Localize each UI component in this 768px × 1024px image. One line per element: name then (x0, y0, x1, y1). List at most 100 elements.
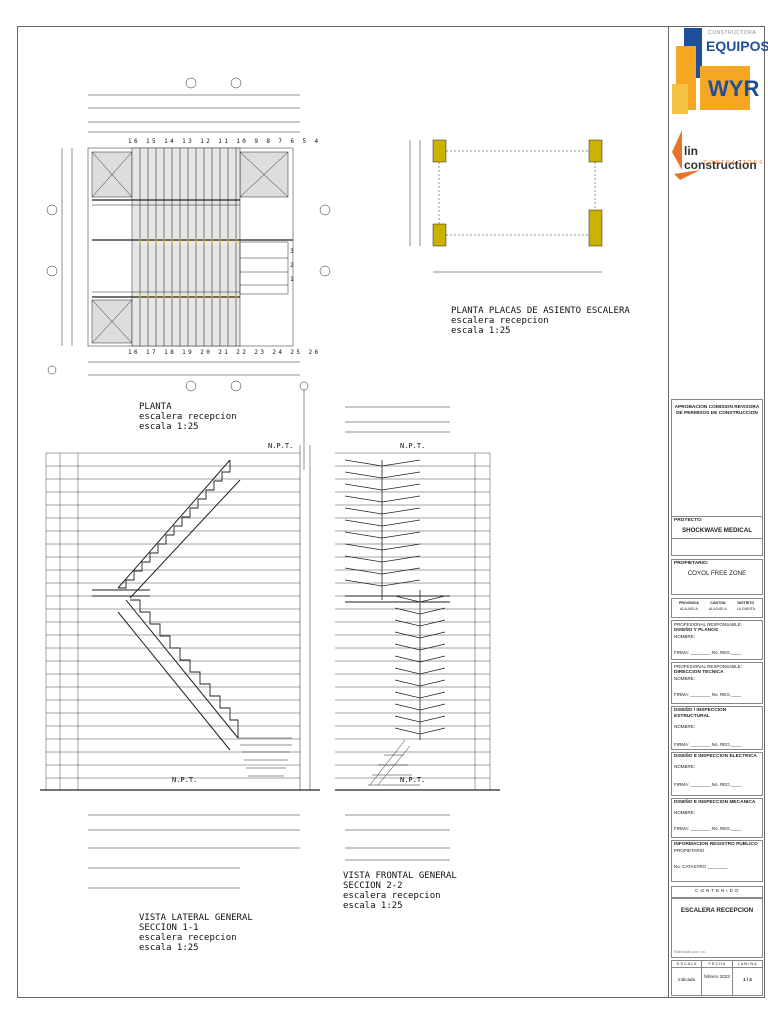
section2-title-block: VISTA FRONTAL GENERAL SECCION 2-2 escale… (343, 871, 457, 911)
step-number: 8 (266, 138, 273, 145)
section1-subtitle: escalera recepcion (139, 933, 237, 943)
step-number: 16 (128, 349, 141, 356)
reg-label: No. REG. (711, 782, 732, 787)
plates-subtitle: escalera recepcion (451, 316, 549, 326)
step-number: 24 (272, 349, 285, 356)
reg-label: No. REG. (711, 650, 732, 655)
section2-npt-bottom: N.P.T. (400, 776, 426, 784)
step-number: 7 (278, 138, 285, 145)
structural-box: DISEÑO / INSPECCION ESTRUCTURAL NOMBRE: … (671, 706, 763, 750)
plan-top-step-numbers: 16 15 14 13 12 11 10 9 8 7 6 5 4 (128, 138, 321, 145)
canton-label: CANTON (710, 601, 726, 605)
step-number: 17 (146, 349, 159, 356)
responsible1-role: DISEÑO Y PLANOS (674, 628, 719, 633)
lin-construction-logo: lin construction CONTRACTORS (670, 122, 765, 184)
step-number: 16 (128, 138, 141, 145)
owner-box: PROPIETARIO: COYOL FREE ZONE (671, 559, 763, 595)
registry-box: INFORMACION REGISTRO PUBLICO PROPIETARIO… (671, 840, 763, 882)
content-label: C O N T E N I D O (695, 888, 739, 893)
plan-subtitle: escalera recepcion (139, 412, 237, 422)
electrical-label: DISEÑO E INSPECCION ELECTRICA (674, 754, 757, 759)
section1-title: VISTA LATERAL GENERAL (139, 913, 253, 923)
project-name: SHOCKWAVE MEDICAL (681, 527, 752, 534)
logo-top-small-text: CONSTRUCTORA (708, 30, 757, 36)
section1-scale: escala 1:25 (139, 943, 199, 953)
approval-box: APROBACION COMISION REVISORA DE PERMISOS… (671, 399, 763, 539)
step-number: 13 (182, 138, 195, 145)
canton-value: ALAJUELA (708, 607, 727, 611)
name-label: NOMBRE: (674, 676, 696, 681)
content-name: ESCALERA RECEPCION (680, 907, 754, 914)
date-header: F E C H A (702, 961, 732, 968)
logo-contractors-text: CONTRACTORS (704, 160, 765, 166)
section1-section: SECCION 1-1 (139, 923, 199, 933)
plan-view (46, 77, 331, 470)
step-number: 26 (308, 349, 321, 356)
step-number: 5 (302, 138, 309, 145)
title-block: APROBACION COMISION REVISORA DE PERMISOS… (668, 26, 765, 998)
step-number: 18 (164, 349, 177, 356)
content-box: ESCALERA RECEPCION Elaborado por: x.x. (671, 898, 763, 958)
plan-title-block: PLANTA escalera recepcion escala 1:25 (139, 402, 237, 432)
content-header-box: C O N T E N I D O (671, 886, 763, 898)
section-1-view (40, 445, 320, 889)
sheet-header: L A M I N A (732, 961, 762, 968)
registry-cadastre-label: No. CATASTRO (674, 864, 707, 869)
section-2-view (335, 406, 500, 861)
plan-title: PLANTA (139, 402, 172, 412)
responsible1-label: PROFESIONAL RESPONSABLE: (674, 622, 742, 627)
name-label: NOMBRE: (674, 634, 696, 639)
project-label: PROYECTO: (674, 518, 703, 523)
step-number: 6 (290, 138, 297, 145)
approval-text: APROBACION COMISION REVISORA DE PERMISOS… (674, 405, 760, 416)
plan-scale: escala 1:25 (139, 422, 199, 432)
electrical-box: DISEÑO E INSPECCION ELECTRICA NOMBRE: FI… (671, 752, 763, 796)
mechanical-box: DISEÑO E INSPECCION MECANICA NOMBRE: FIR… (671, 798, 763, 838)
structural-label: DISEÑO / INSPECCION ESTRUCTURAL (674, 708, 727, 719)
plates-view (409, 139, 603, 273)
name-label: NOMBRE: (674, 724, 696, 729)
responsible-direction-box: PROFESIONAL RESPONSABLE: DIRECCION TECNI… (671, 662, 763, 704)
scale-header: E S C A L A (672, 961, 702, 968)
registry-label: INFORMACION REGISTRO PUBLICO (674, 842, 758, 847)
project-box: PROYECTO: SHOCKWAVE MEDICAL (671, 516, 763, 556)
section2-subtitle: escalera recepcion (343, 891, 441, 901)
section2-title: VISTA FRONTAL GENERAL (343, 871, 457, 881)
owner-name: COYOL FREE ZONE (687, 570, 747, 577)
reg-label: No. REG. (711, 826, 732, 831)
plates-title: PLANTA PLACAS DE ASIENTO ESCALERA (451, 306, 630, 316)
step-number: 9 (254, 138, 261, 145)
sign-label: FIRMA: (674, 692, 690, 697)
province-label: PROVINCIA (678, 601, 699, 605)
sign-label: FIRMA: (674, 742, 690, 747)
step-number: 10 (236, 138, 249, 145)
step-number: 2 (290, 262, 294, 269)
province-value: ALAJUELA (679, 607, 698, 611)
step-number: 15 (146, 138, 159, 145)
step-number: 19 (182, 349, 195, 356)
step-number: 14 (164, 138, 177, 145)
section2-npt-top: N.P.T. (400, 442, 426, 450)
drawn-by: Elaborado por: x.x. (674, 950, 706, 954)
responsible-design-box: PROFESIONAL RESPONSABLE: DISEÑO Y PLANOS… (671, 620, 763, 660)
step-number: 4 (314, 138, 321, 145)
district-label: DISTRITO (737, 601, 755, 605)
owner-label: PROPIETARIO: (674, 561, 709, 566)
section2-scale: escala 1:25 (343, 901, 403, 911)
logo-equipos-text: EQUIPOS (706, 38, 768, 54)
section1-npt-top: N.P.T. (268, 442, 294, 450)
name-label: NOMBRE: (674, 810, 696, 815)
district-value: LA GARITA (736, 607, 756, 611)
reg-label: No. REG. (711, 692, 732, 697)
step-number: 12 (200, 138, 213, 145)
registry-owner-label: PROPIETARIO (674, 848, 705, 853)
step-number: 25 (290, 349, 303, 356)
step-number: 11 (218, 138, 231, 145)
location-box: PROVINCIA ALAJUELA CANTON ALAJUELA DISTRIT… (671, 598, 763, 618)
step-number: 23 (254, 349, 267, 356)
logo-lin-construction-text: lin construction (684, 144, 757, 172)
name-label: NOMBRE: (674, 764, 696, 769)
responsible2-label: PROFESIONAL RESPONSABLE: (674, 664, 742, 669)
equipos-wyr-logo: CONSTRUCTORA EQUIPOS WYR (670, 26, 768, 118)
